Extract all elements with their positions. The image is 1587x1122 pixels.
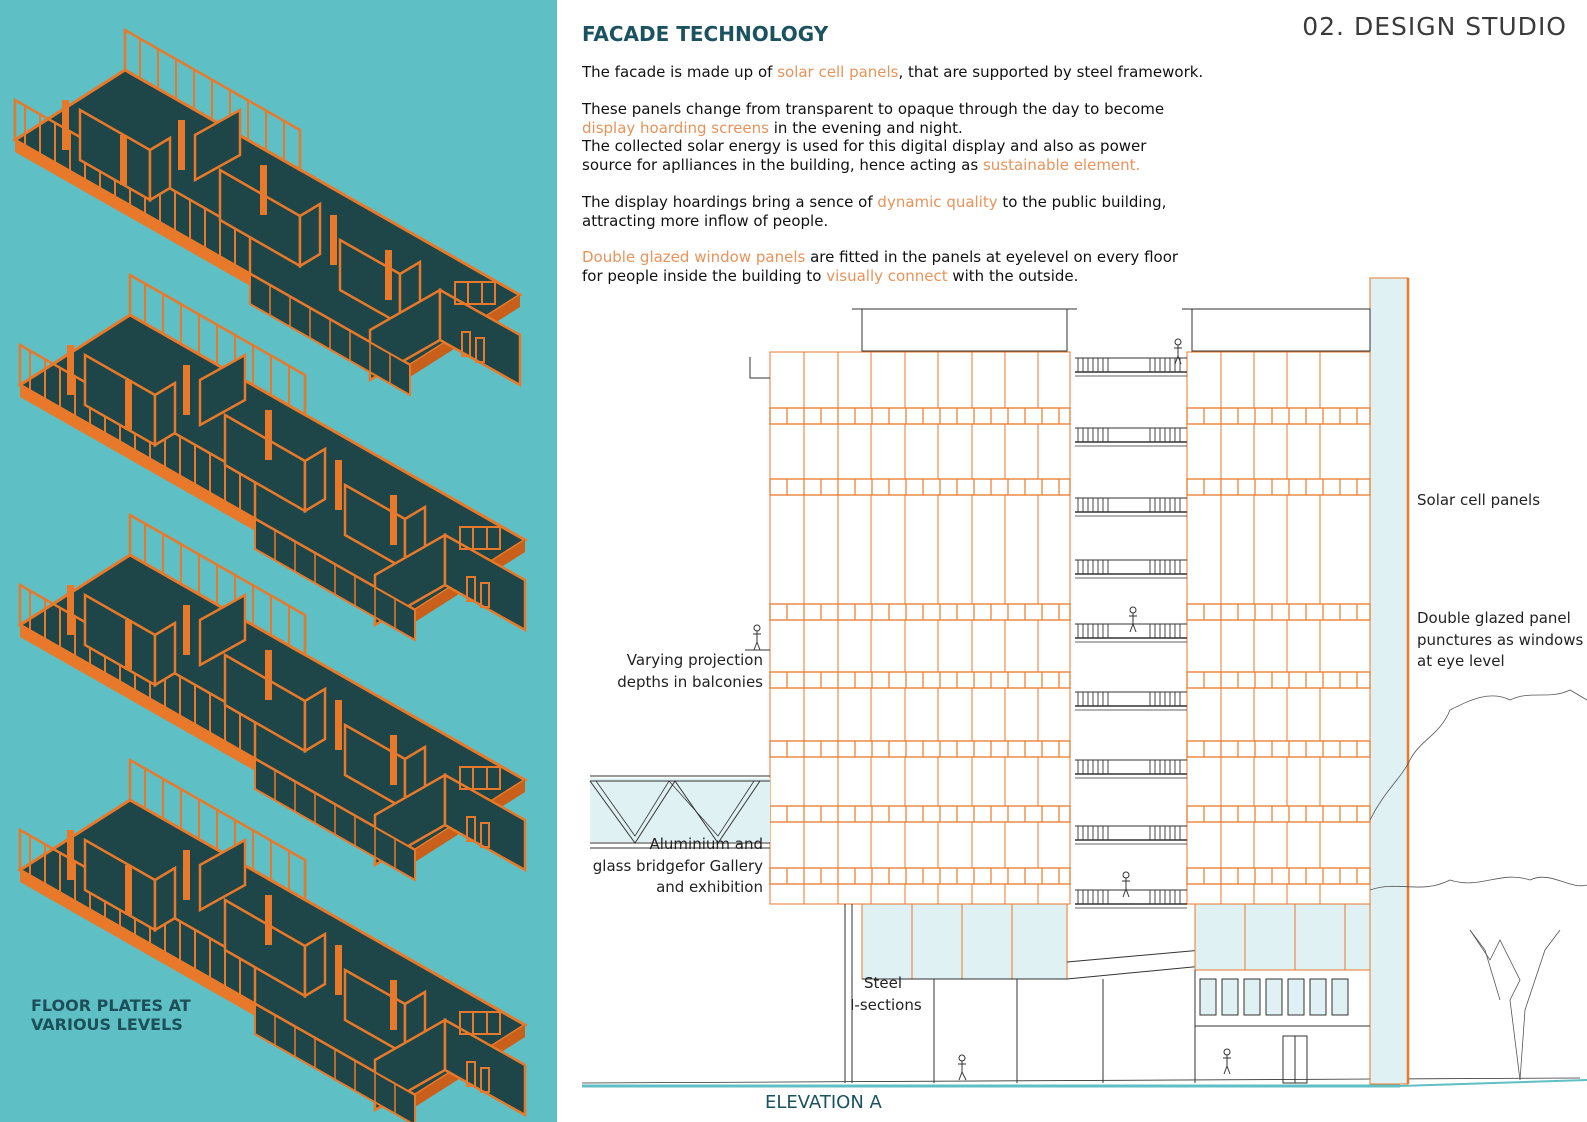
window-band (769, 671, 1071, 689)
label-double-glazed: Double glazed panel punctures as windows… (1417, 608, 1583, 673)
facade-paragraph-4: Double glazed window panels are fitted i… (582, 248, 1192, 285)
label-bridge-line2: glass bridgefor Gallery (592, 856, 763, 875)
facade-paragraph-3: The display hoardings bring a sence of d… (582, 193, 1212, 230)
p2-highlight-2: sustainable element. (982, 155, 1141, 174)
double-glazed-window-bands (769, 407, 1371, 885)
p2-text-a: These panels change from transparent to … (582, 100, 1165, 118)
window-band (769, 478, 1071, 496)
window-band (769, 867, 1071, 885)
window-band (1186, 407, 1371, 425)
label-balconies: Varying projection depths in balconies (590, 650, 763, 693)
window-band (769, 603, 1071, 621)
p3-text-a: The display hoardings bring a sence of (582, 193, 878, 211)
label-steel-line1: Steel (864, 974, 903, 992)
window-band (1186, 740, 1371, 758)
p3-highlight: dynamic quality (877, 193, 998, 211)
label-bridge-line3: and exhibition (656, 878, 763, 896)
label-balconies-line2: depths in balconies (617, 672, 763, 691)
p4-text-b: with the outside. (947, 266, 1079, 285)
label-bridge: Aluminium and glass bridgefor Gallery an… (580, 834, 763, 899)
facade-heading: FACADE TECHNOLOGY (582, 22, 829, 46)
p1-text-b: , that are supported by steel framework. (898, 63, 1204, 81)
label-bridge-line1: Aluminium and (649, 835, 764, 853)
p4-highlight-2: visually connect (826, 266, 948, 285)
ground-floor-right (1194, 903, 1371, 1084)
floor-plates-panel: FLOOR PLATES AT VARIOUS LEVELS (0, 0, 557, 1122)
window-band (769, 407, 1071, 425)
label-steel-line2: I-sections (850, 995, 922, 1014)
window-band (1186, 805, 1371, 823)
elevation-drawing (581, 277, 1587, 1088)
tree-outline (1369, 689, 1587, 1081)
p1-text-a: The facade is made up of (582, 63, 778, 81)
label-double-glazed-line2: punctures as windows (1417, 630, 1584, 649)
studio-title: 02. DESIGN STUDIO (1302, 12, 1567, 41)
solar-strip (1369, 277, 1409, 1085)
floor-plates-title-line1: FLOOR PLATES AT (31, 996, 191, 1015)
facade-paragraph-1: The facade is made up of solar cell pane… (582, 63, 1212, 82)
p4-text-a: are fitted in the panels at eyelevel on … (582, 248, 1179, 285)
elevation-title: ELEVATION A (765, 1092, 882, 1113)
p2-text-b: in the evening and night. (768, 118, 963, 137)
label-solar-cell-panels: Solar cell panels (1417, 490, 1540, 512)
window-band (769, 740, 1071, 758)
floor-plates-title-line2: VARIOUS LEVELS (31, 1015, 183, 1034)
facade-paragraph-2: These panels change from transparent to … (582, 100, 1187, 174)
ground-floor-left (844, 903, 1104, 1083)
window-band (1186, 867, 1371, 885)
label-double-glazed-line3: at eye level (1417, 652, 1505, 670)
label-balconies-line1: Varying projection (626, 651, 763, 669)
p4-highlight-1: Double glazed window panels (582, 248, 806, 266)
balconies (1075, 357, 1187, 909)
window-band (1186, 671, 1371, 689)
p2-text-c: The collected solar energy is used for t… (582, 137, 1147, 174)
floor-plates-title: FLOOR PLATES AT VARIOUS LEVELS (31, 996, 231, 1034)
label-solar-text: Solar cell panels (1417, 491, 1541, 509)
window-band (1186, 603, 1371, 621)
window-band (1186, 478, 1371, 496)
floor-plates-drawing (13, 28, 527, 1122)
label-double-glazed-line1: Double glazed panel (1417, 609, 1571, 627)
p1-highlight: solar cell panels (777, 63, 899, 81)
label-steel-sections: Steel I-sections (850, 973, 922, 1016)
p3-text-b: to the public building, attracting more … (582, 193, 1167, 230)
human-figures (753, 338, 1231, 1081)
ground-line (581, 1077, 1587, 1088)
p2-highlight-1: display hoarding screens (582, 118, 769, 137)
glass-bridge (589, 775, 770, 849)
